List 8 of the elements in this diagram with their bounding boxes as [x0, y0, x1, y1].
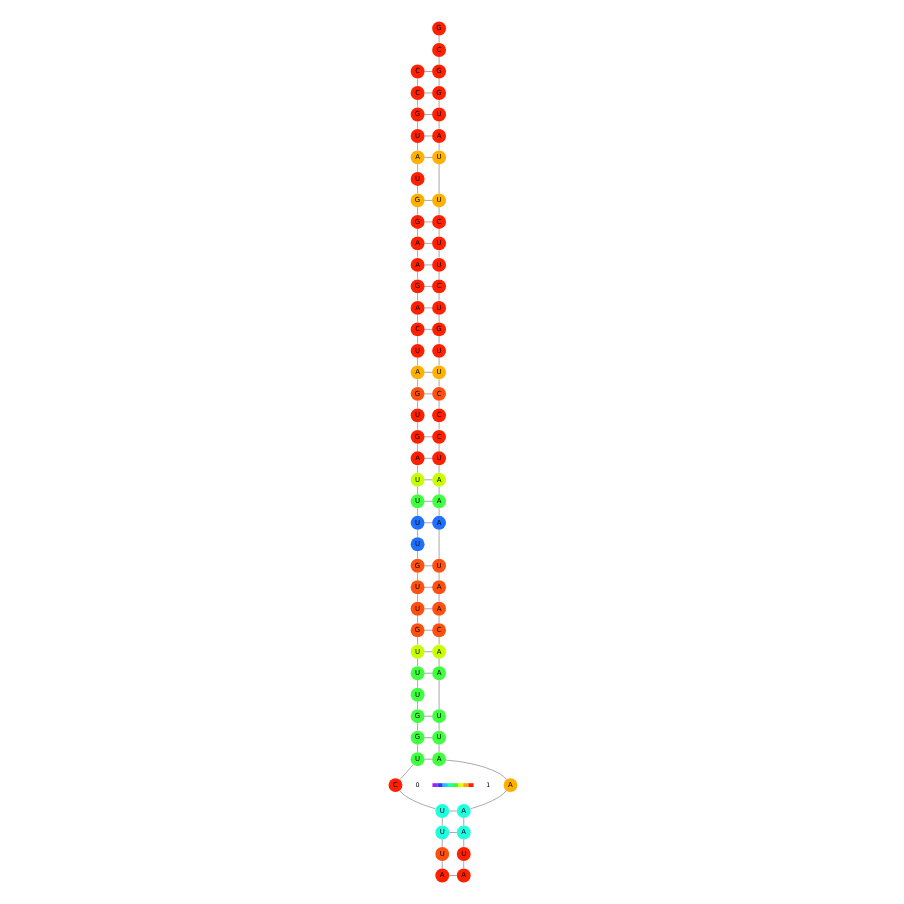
connector [398, 764, 413, 780]
connector [469, 790, 506, 809]
connector [448, 875, 456, 876]
connector [423, 114, 432, 115]
connector [444, 759, 506, 780]
connector [448, 832, 456, 833]
connector [398, 790, 435, 809]
connector [423, 71, 432, 72]
